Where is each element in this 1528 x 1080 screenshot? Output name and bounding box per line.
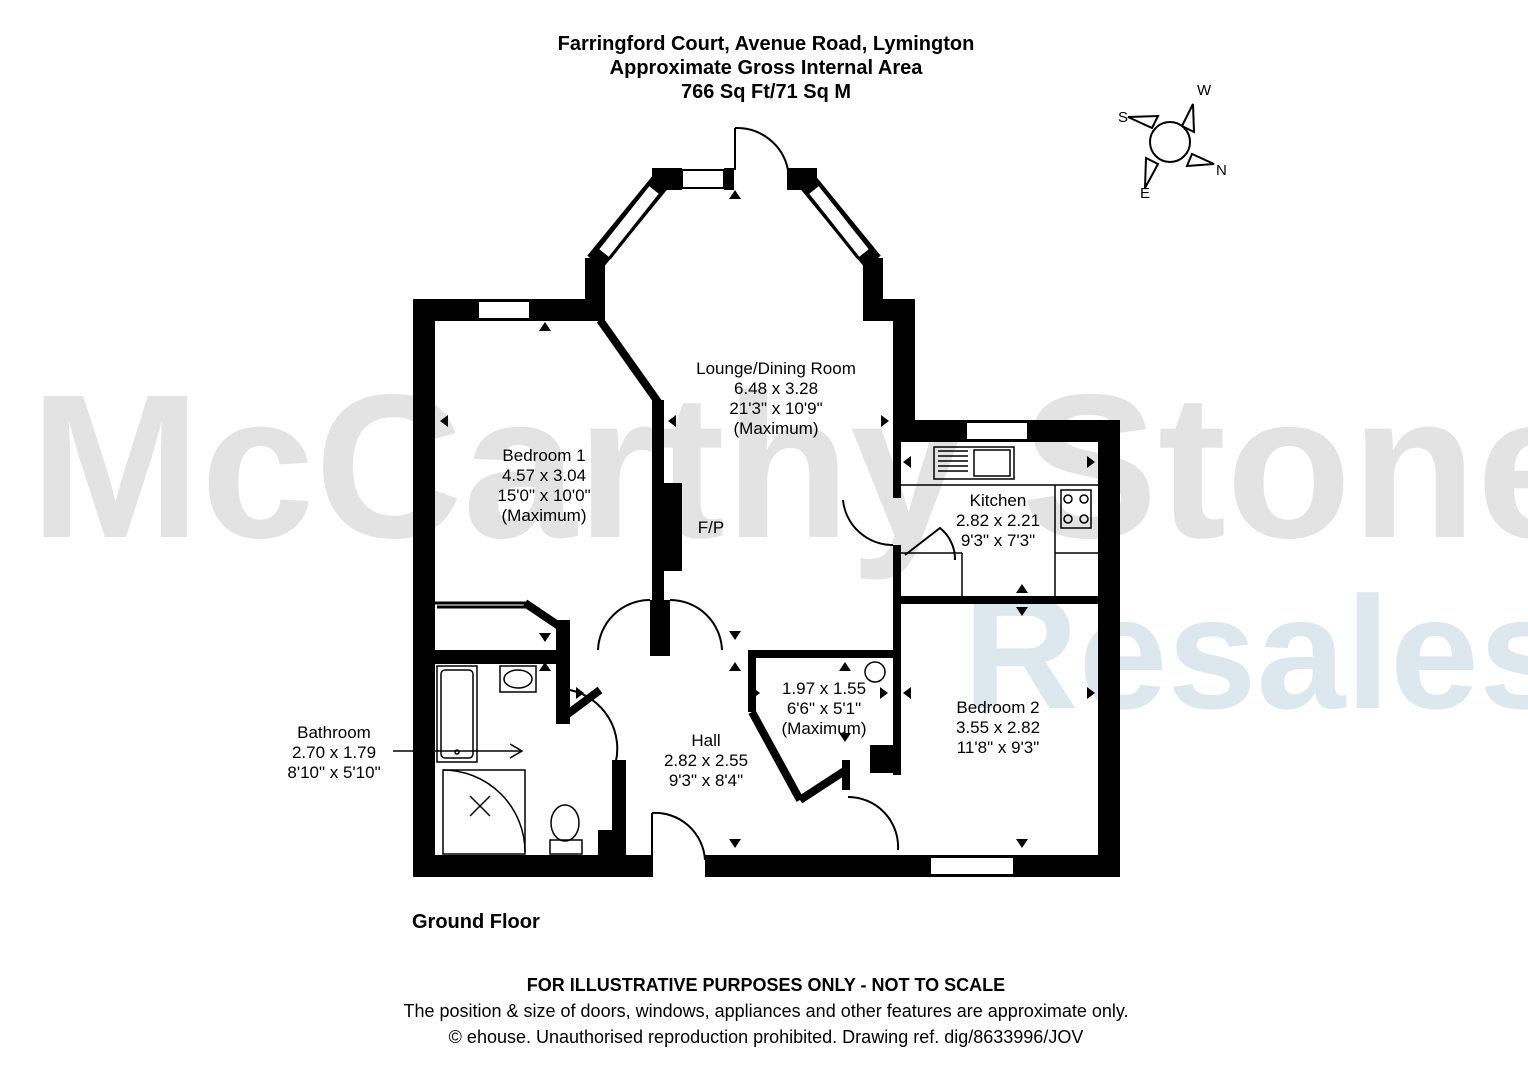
bedroom1-name: Bedroom 1 (502, 446, 585, 465)
interior-walls (435, 400, 1120, 860)
lounge-imperial: 21'3" x 10'9" (729, 399, 822, 418)
total-area: 766 Sq Ft/71 Sq M (680, 81, 852, 103)
bay-windows (599, 186, 869, 257)
accuracy-note: The position & size of doors, windows, a… (403, 1001, 1129, 1021)
room-lounge: Lounge/Dining Room 6.48 x 3.28 21'3" x 1… (696, 359, 856, 438)
bedroom1-imperial: 15'0" x 10'0" (497, 486, 590, 505)
room-hall: Hall 2.82 x 2.55 9'3" x 8'4" (664, 731, 748, 790)
bathroom-fittings (436, 661, 886, 855)
bathroom-name: Bathroom (297, 723, 371, 742)
store-imperial: 6'6" x 5'1" (787, 699, 861, 718)
copyright-text: © ehouse. Unauthorised reproduction proh… (448, 1027, 1084, 1047)
watermark-brand: McCarthy Stone (30, 352, 1528, 581)
store-note: (Maximum) (782, 719, 867, 738)
room-bedroom-1: Bedroom 1 4.57 x 3.04 15'0" x 10'0" (Max… (497, 446, 590, 525)
hall-name: Hall (691, 731, 720, 750)
room-bedroom-2: Bedroom 2 3.55 x 2.82 11'8" x 9'3" (956, 698, 1040, 757)
bathroom-pointer (393, 743, 524, 759)
hall-metric: 2.82 x 2.55 (664, 751, 748, 770)
lounge-metric: 6.48 x 3.28 (734, 379, 818, 398)
angled-walls (522, 317, 849, 804)
kitchen-units (901, 446, 1098, 596)
bedroom1-metric: 4.57 x 3.04 (502, 466, 586, 485)
compass-north: N (1216, 162, 1227, 179)
disclaimer-text: FOR ILLUSTRATIVE PURPOSES ONLY - NOT TO … (526, 975, 1006, 995)
bedroom2-metric: 3.55 x 2.82 (956, 718, 1040, 737)
property-address: Farringford Court, Avenue Road, Lymingto… (557, 33, 975, 55)
hall-imperial: 9'3" x 8'4" (669, 771, 743, 790)
floor-label: Ground Floor (412, 911, 540, 933)
bay-window-frames (597, 184, 871, 260)
compass-south: S (1118, 109, 1128, 126)
watermark-resales: Resales (963, 563, 1528, 742)
store-metric: 1.97 x 1.55 (782, 679, 866, 698)
kitchen-name: Kitchen (970, 491, 1027, 510)
kitchen-metric: 2.82 x 2.21 (956, 511, 1040, 530)
compass-east: E (1140, 185, 1150, 202)
lounge-note: (Maximum) (734, 419, 819, 438)
wardrobe (435, 601, 527, 609)
kitchen-imperial: 9'3" x 7'3" (961, 531, 1035, 550)
room-kitchen: Kitchen 2.82 x 2.21 9'3" x 7'3" (956, 491, 1040, 550)
fireplace-label: F/P (698, 518, 724, 537)
exterior-walls (413, 168, 1120, 877)
plan-footer: FOR ILLUSTRATIVE PURPOSES ONLY - NOT TO … (0, 972, 1528, 1050)
area-caption: Approximate Gross Internal Area (609, 57, 923, 79)
bedroom2-imperial: 11'8" x 9'3" (957, 738, 1040, 757)
bedroom2-name: Bedroom 2 (956, 698, 1039, 717)
bathroom-metric: 2.70 x 1.79 (292, 743, 376, 762)
bedroom1-note: (Maximum) (502, 506, 587, 525)
room-store: 1.97 x 1.55 6'6" x 5'1" (Maximum) (782, 679, 867, 738)
windows (477, 169, 1029, 876)
lounge-name: Lounge/Dining Room (696, 359, 856, 378)
compass-west: W (1197, 82, 1212, 99)
plan-header: Farringford Court, Avenue Road, Lymingto… (0, 32, 1528, 104)
dimension-markers (440, 190, 1095, 848)
room-bathroom: Bathroom 2.70 x 1.79 8'10" x 5'10" (287, 723, 380, 782)
compass-icon: W S N E (1118, 82, 1227, 202)
bathroom-imperial: 8'10" x 5'10" (287, 763, 380, 782)
